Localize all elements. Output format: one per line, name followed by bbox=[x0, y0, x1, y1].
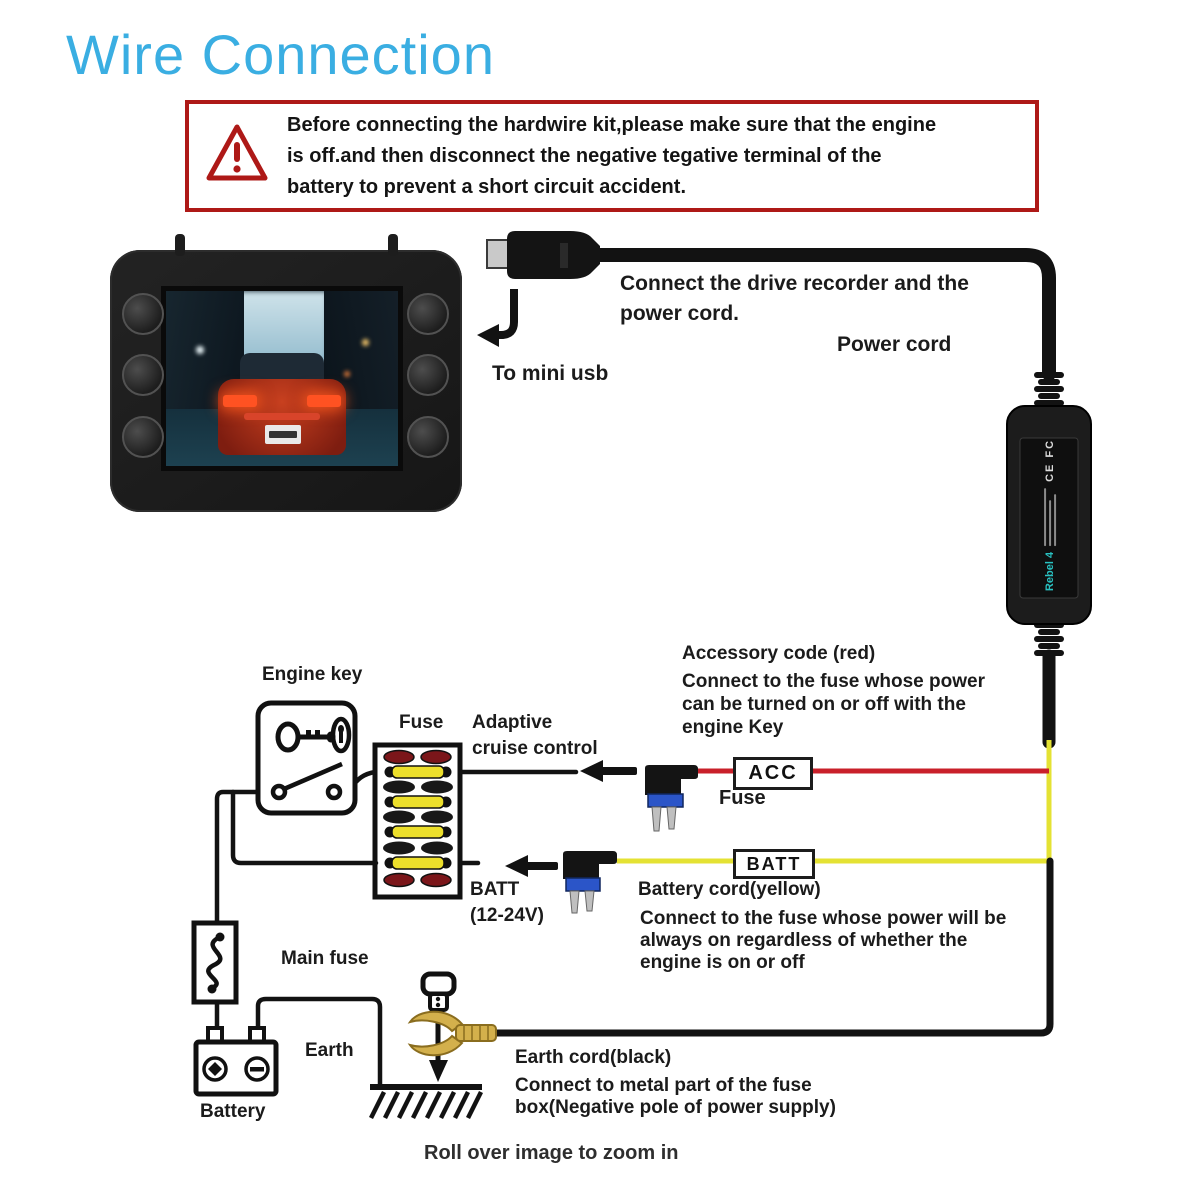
taillight bbox=[307, 395, 341, 407]
battery-label: Battery bbox=[200, 1101, 266, 1122]
module-label: Rebel 4 CE FC bbox=[1008, 406, 1092, 624]
accessory-line1: Connect to the fuse whose power bbox=[682, 671, 985, 692]
camera-button bbox=[407, 293, 449, 335]
acc-fuse-tap bbox=[645, 765, 698, 832]
acc-wire-tag: ACC bbox=[733, 757, 813, 790]
output-wires bbox=[493, 740, 1054, 1037]
warning-line: Before connecting the hardwire kit,pleas… bbox=[287, 114, 937, 136]
taillight bbox=[223, 395, 257, 407]
accessory-line2: can be turned on or off with the bbox=[682, 694, 966, 715]
batt-label-line2: (12-24V) bbox=[470, 905, 544, 926]
module-fineprint bbox=[1044, 487, 1057, 546]
to-mini-usb-arrow bbox=[477, 289, 518, 347]
camera-button bbox=[122, 354, 164, 396]
earth-label: Earth bbox=[305, 1040, 354, 1061]
camera-button bbox=[122, 293, 164, 335]
warning-line: is off.and then disconnect the negative … bbox=[287, 145, 882, 167]
fuse-row-yellow bbox=[384, 856, 452, 870]
earth-cord-line1: Connect to metal part of the fuse bbox=[515, 1075, 812, 1096]
to-mini-usb-label: To mini usb bbox=[492, 362, 609, 385]
fuse-row-yellow bbox=[384, 795, 452, 809]
acc-fuse-label: Fuse bbox=[719, 787, 766, 809]
fuse-row-black bbox=[383, 810, 453, 824]
fuse-row-darkred bbox=[383, 749, 452, 765]
mount-prong bbox=[388, 234, 398, 256]
fuse-box-label: Fuse bbox=[399, 712, 444, 733]
camera-button bbox=[122, 416, 164, 458]
warning-line: battery to prevent a short circuit accid… bbox=[287, 176, 686, 198]
earth-ground-symbol bbox=[368, 1084, 484, 1120]
power-cord-label: Power cord bbox=[837, 333, 952, 356]
adaptive-label-line1: Adaptive bbox=[472, 712, 553, 733]
vehicle-fuse-box bbox=[372, 742, 463, 900]
earth-cord-line2: box(Negative pole of power supply) bbox=[515, 1097, 836, 1118]
rollover-hint: Roll over image to zoom in bbox=[424, 1142, 679, 1164]
keyhole-icon bbox=[330, 716, 352, 754]
red-car bbox=[218, 353, 346, 461]
battery-cord-line3: engine is on or off bbox=[640, 952, 805, 973]
batt-label-line1: BATT bbox=[470, 879, 520, 900]
certification-marks: CE FC bbox=[1044, 438, 1057, 482]
batt-pointer-arrow bbox=[505, 855, 558, 877]
batt-wire-tag: BATT bbox=[733, 849, 815, 879]
camera-button bbox=[407, 416, 449, 458]
circuit-wires bbox=[214, 769, 579, 1087]
module-brand: Rebel 4 bbox=[1044, 551, 1057, 592]
fuse-row-yellow bbox=[384, 765, 452, 779]
battery-symbol bbox=[193, 1026, 279, 1097]
warning-text: Before connecting the hardwire kit,pleas… bbox=[287, 110, 936, 203]
license-plate bbox=[265, 425, 301, 444]
ring-terminal bbox=[407, 1010, 497, 1057]
page-title: Wire Connection bbox=[66, 23, 495, 86]
fuse-row-black bbox=[383, 780, 453, 794]
camera-button bbox=[407, 354, 449, 396]
batt-fuse-tap bbox=[563, 851, 617, 914]
hardwire-kit-module bbox=[1006, 405, 1092, 625]
earth-cord-heading: Earth cord(black) bbox=[515, 1047, 672, 1068]
adaptive-label-line2: cruise control bbox=[472, 738, 598, 759]
battery-cord-line2: always on regardless of whether the bbox=[640, 930, 968, 951]
camera-screen bbox=[166, 291, 398, 466]
acc-pointer-arrow bbox=[580, 760, 637, 782]
engine-key-label: Engine key bbox=[262, 664, 363, 685]
fuse-row-black bbox=[383, 841, 453, 855]
ignition-switch bbox=[270, 761, 343, 801]
warning-box bbox=[185, 100, 1039, 212]
mount-prong bbox=[175, 234, 185, 256]
main-fuse-symbol bbox=[191, 920, 239, 1005]
connect-note-line1: Connect the drive recorder and the bbox=[620, 272, 969, 295]
fuse-row-darkred bbox=[383, 872, 452, 888]
power-cord-cable bbox=[591, 248, 1064, 749]
warning-triangle-icon bbox=[206, 124, 268, 181]
fuse-row-yellow bbox=[384, 825, 452, 839]
dash-cam-device bbox=[110, 234, 462, 512]
main-fuse-label: Main fuse bbox=[281, 948, 369, 969]
engine-key-box bbox=[255, 700, 358, 816]
accessory-heading: Accessory code (red) bbox=[682, 643, 876, 664]
connect-note-line2: power cord. bbox=[620, 302, 740, 325]
accessory-line3: engine Key bbox=[682, 717, 784, 738]
mini-usb-connector bbox=[486, 231, 600, 279]
battery-cord-heading: Battery cord(yellow) bbox=[638, 879, 821, 900]
battery-cord-line1: Connect to the fuse whose power will be bbox=[640, 908, 1007, 929]
